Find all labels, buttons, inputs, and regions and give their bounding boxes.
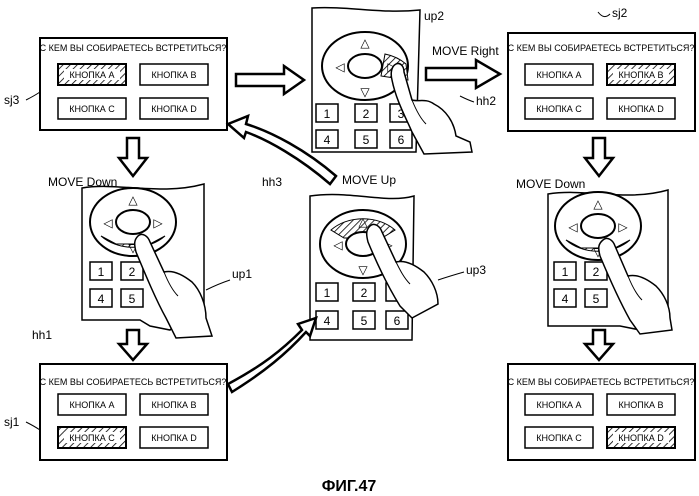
arrow-up-icon: △ (593, 197, 603, 211)
key-2: 2 (129, 265, 136, 279)
key-4: 4 (324, 314, 331, 328)
arrow-right-icon: ▷ (618, 220, 628, 234)
arrow-left-icon: ◁ (332, 238, 342, 252)
button-a-label: КНОПКА А (70, 400, 115, 410)
figure-caption: ФИГ.47 (322, 478, 377, 495)
ref-hh3: hh3 (262, 175, 282, 189)
button-d-label: КНОПКА D (618, 104, 664, 114)
arrow-up-icon: △ (358, 215, 368, 229)
dpad-center (348, 54, 382, 78)
key-6: 6 (394, 314, 401, 328)
button-b-label: КНОПКА В (152, 400, 197, 410)
ref-hh2: hh2 (476, 94, 496, 108)
button-a-label: КНОПКА А (70, 70, 115, 80)
screen-sj3: С КЕМ ВЫ СОБИРАЕТЕСЬ ВСТРЕТИТЬСЯ? КНОПКА… (40, 38, 227, 130)
arrow-remote-to-final (585, 330, 613, 360)
key-2: 2 (363, 107, 370, 121)
dpad-center (116, 210, 150, 234)
arrow-down-icon: ▽ (358, 263, 368, 277)
screen-question: С КЕМ ВЫ СОБИРАЕТЕСЬ ВСТРЕТИТЬСЯ? (508, 43, 695, 53)
ref-sj2: sj2 (612, 6, 628, 20)
button-a-label: КНОПКА А (537, 70, 582, 80)
key-5: 5 (593, 292, 600, 306)
ref-up3: up3 (466, 263, 486, 277)
ref-up1: up1 (232, 267, 252, 281)
arrow-sj2-to-remote (585, 138, 613, 176)
ref-sj1: sj1 (4, 415, 20, 429)
arrow-up1-to-sj1 (119, 330, 147, 360)
remote-up3: △ ▽ ◁ ▷ 1 2 3 4 5 6 (310, 194, 438, 340)
screen-sj1: С КЕМ ВЫ СОБИРАЕТЕСЬ ВСТРЕТИТЬСЯ? КНОПКА… (40, 364, 227, 460)
button-c-label: КНОПКА С (536, 433, 582, 443)
key-6: 6 (398, 133, 405, 147)
dpad-center (581, 214, 615, 238)
button-d-label: КНОПКА D (151, 104, 197, 114)
arrow-up2-to-sj2 (426, 60, 500, 88)
arrow-up-icon: △ (128, 193, 138, 207)
button-a-label: КНОПКА А (537, 400, 582, 410)
arrow-sj1-to-up3 (228, 318, 316, 392)
screen-question: С КЕМ ВЫ СОБИРАЕТЕСЬ ВСТРЕТИТЬСЯ? (40, 377, 227, 387)
arrow-sj3-to-up2 (236, 66, 304, 94)
button-d-label: КНОПКА D (618, 433, 664, 443)
button-b-label: КНОПКА В (152, 70, 197, 80)
arrow-left-icon: ◁ (334, 60, 344, 74)
key-1: 1 (324, 286, 331, 300)
arrow-right-icon: ▷ (153, 216, 163, 230)
arrow-down-icon: ▽ (360, 85, 370, 99)
button-b-label: КНОПКА В (619, 70, 664, 80)
arrow-sj3-to-up1 (119, 138, 147, 176)
screen-question: С КЕМ ВЫ СОБИРАЕТЕСЬ ВСТРЕТИТЬСЯ? (40, 43, 227, 53)
key-5: 5 (129, 292, 136, 306)
arrow-up-icon: △ (360, 36, 370, 50)
label-move-right: MOVE Right (432, 44, 499, 58)
key-2: 2 (593, 265, 600, 279)
button-c-label: КНОПКА С (69, 104, 115, 114)
label-move-up: MOVE Up (342, 173, 396, 187)
key-4: 4 (98, 292, 105, 306)
screen-final: С КЕМ ВЫ СОБИРАЕТЕСЬ ВСТРЕТИТЬСЯ? КНОПКА… (508, 364, 695, 460)
label-move-down-left: MOVE Down (48, 175, 117, 189)
ref-sj3: sj3 (4, 93, 20, 107)
key-5: 5 (361, 314, 368, 328)
remote-up1: △ ▽ ◁ ▷ 1 2 4 5 (82, 184, 212, 338)
key-1: 1 (324, 107, 331, 121)
key-1: 1 (562, 265, 569, 279)
key-5: 5 (363, 133, 370, 147)
button-d-label: КНОПКА D (151, 433, 197, 443)
label-move-down-right: MOVE Down (516, 177, 585, 191)
ref-up2: up2 (424, 9, 444, 23)
remote-right: △ ▽ ◁ ▷ 1 2 4 5 (548, 190, 672, 334)
screen-sj2: С КЕМ ВЫ СОБИРАЕТЕСЬ ВСТРЕТИТЬСЯ? КНОПКА… (508, 33, 695, 131)
arrow-left-icon: ◁ (102, 216, 112, 230)
key-1: 1 (98, 265, 105, 279)
button-c-label: КНОПКА С (69, 433, 115, 443)
button-c-label: КНОПКА С (536, 104, 582, 114)
key-2: 2 (361, 286, 368, 300)
arrow-left-icon: ◁ (567, 220, 577, 234)
key-4: 4 (562, 292, 569, 306)
screen-question: С КЕМ ВЫ СОБИРАЕТЕСЬ ВСТРЕТИТЬСЯ? (508, 377, 695, 387)
ref-hh1: hh1 (32, 328, 52, 342)
button-b-label: КНОПКА В (619, 400, 664, 410)
key-4: 4 (324, 133, 331, 147)
